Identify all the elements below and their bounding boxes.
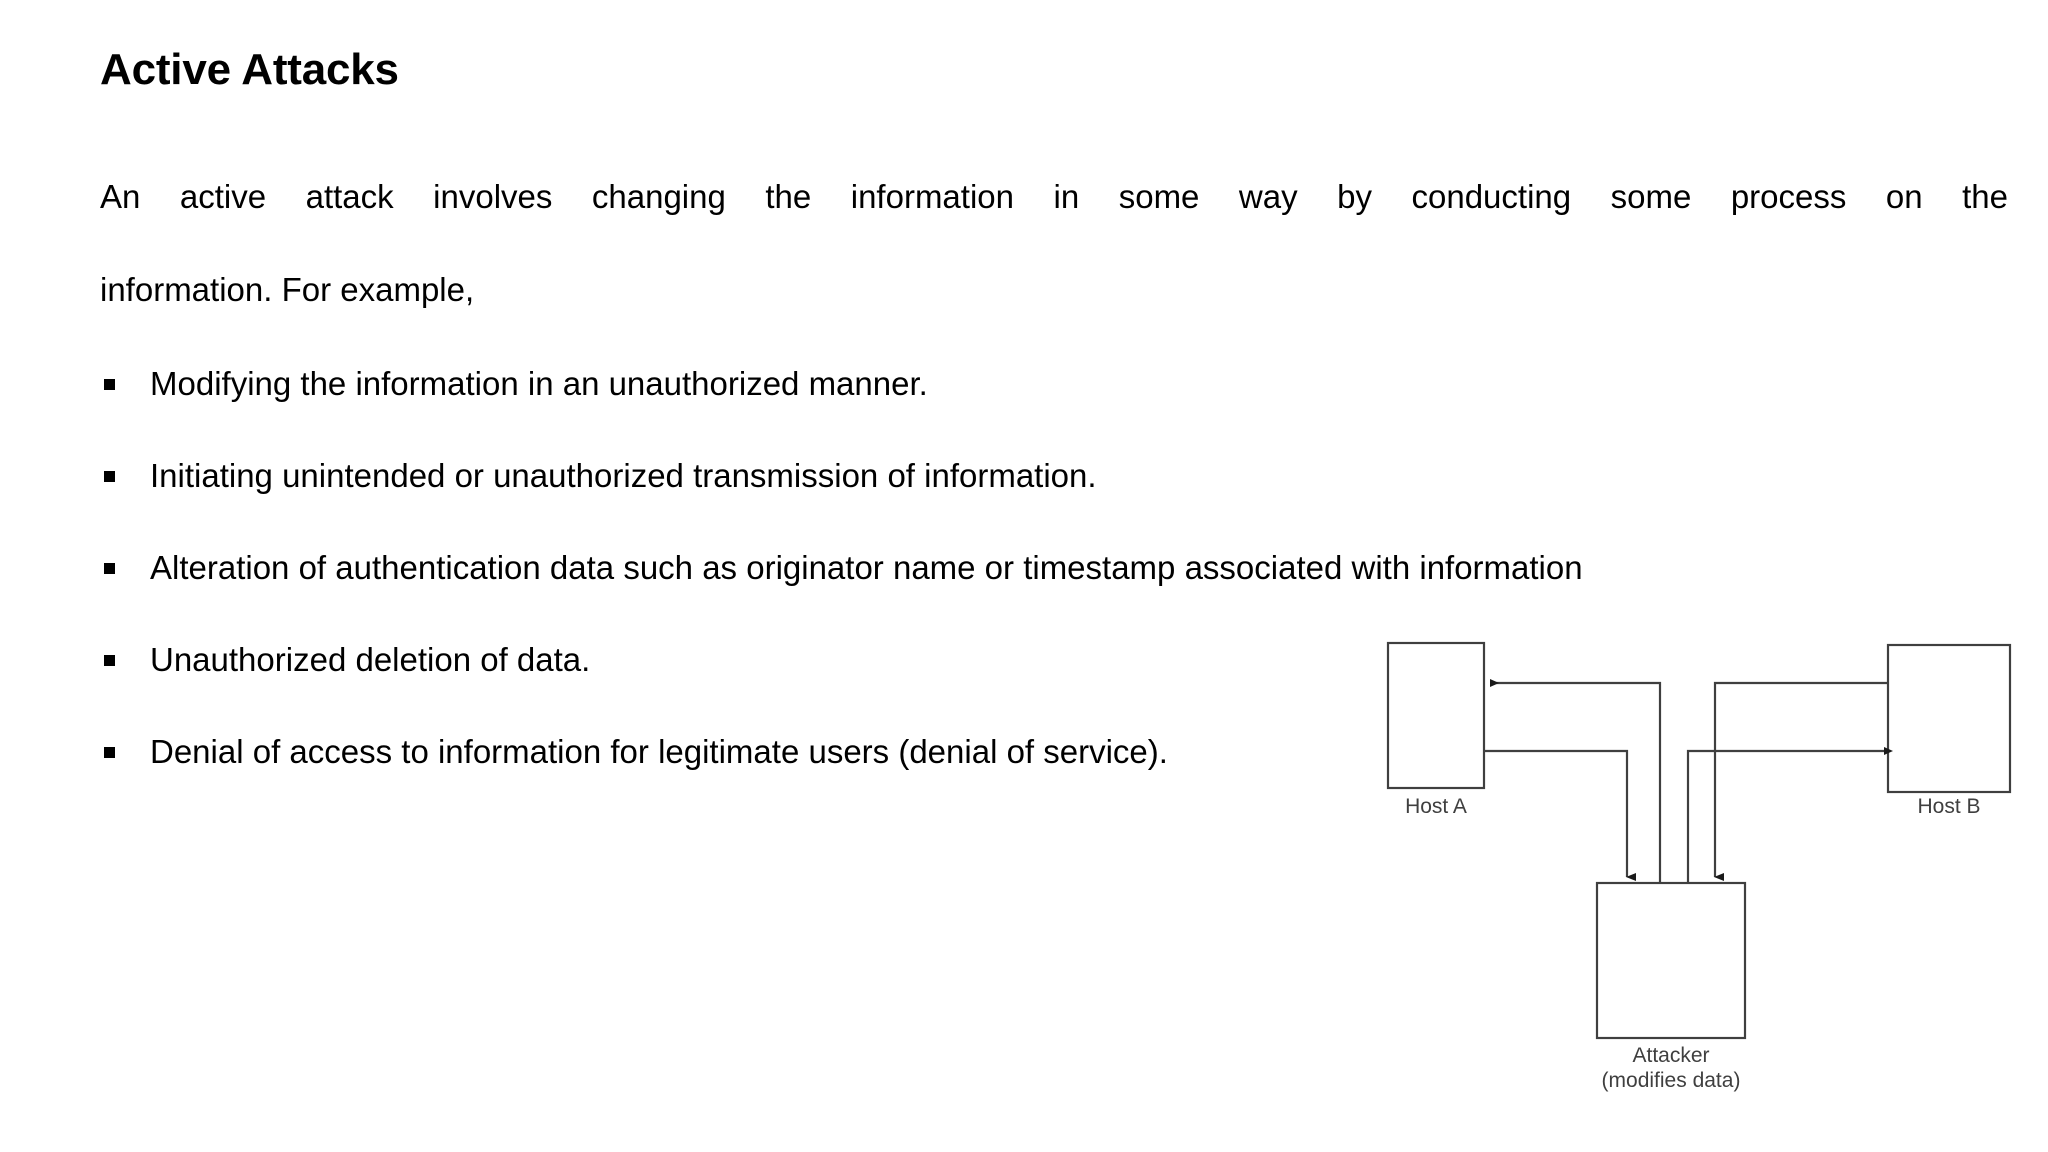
list-item-label: Unauthorized deletion of data.	[150, 641, 591, 678]
host-a-box	[1386, 641, 1486, 790]
list-item: Modifying the information in an unauthor…	[100, 338, 1980, 430]
attacker-label: Attacker	[1632, 1044, 1709, 1067]
paragraph-line-2: information. For example,	[100, 271, 475, 308]
bullet-list: Modifying the information in an unauthor…	[100, 338, 1980, 798]
host-b-box	[1886, 643, 2012, 794]
square-bullet-icon	[104, 563, 115, 574]
list-item-label: Initiating unintended or unauthorized tr…	[150, 457, 1097, 494]
body-paragraph: An active attack involves changing the i…	[100, 150, 2008, 336]
edge-host-b-to-attacker	[1713, 681, 1888, 881]
edge-attacker-to-host-b	[1686, 747, 1893, 883]
active-attack-diagram: Host A Host B Attacker (modifies data)	[1350, 620, 2048, 1120]
paragraph-line-1: An active attack involves changing the i…	[100, 178, 2008, 215]
edge-host-a-to-attacker	[1484, 749, 1636, 881]
list-item: Unauthorized deletion of data.	[100, 614, 1980, 706]
attacker-box	[1595, 881, 1747, 1040]
square-bullet-icon	[104, 471, 115, 482]
list-item-label: Denial of access to information for legi…	[150, 733, 1168, 770]
square-bullet-icon	[104, 379, 115, 390]
square-bullet-icon	[104, 747, 115, 758]
page-title: Active Attacks	[100, 45, 399, 94]
attacker-sublabel: (modifies data)	[1602, 1069, 1741, 1092]
list-item: Initiating unintended or unauthorized tr…	[100, 430, 1980, 522]
list-item-label: Modifying the information in an unauthor…	[150, 365, 928, 402]
edge-attacker-to-host-a	[1490, 679, 1662, 883]
list-item-label: Alteration of authentication data such a…	[150, 549, 1583, 586]
square-bullet-icon	[104, 655, 115, 666]
list-item: Denial of access to information for legi…	[100, 706, 1980, 798]
list-item: Alteration of authentication data such a…	[100, 522, 1980, 614]
host-a-label: Host A	[1405, 795, 1467, 818]
host-b-label: Host B	[1917, 795, 1980, 818]
